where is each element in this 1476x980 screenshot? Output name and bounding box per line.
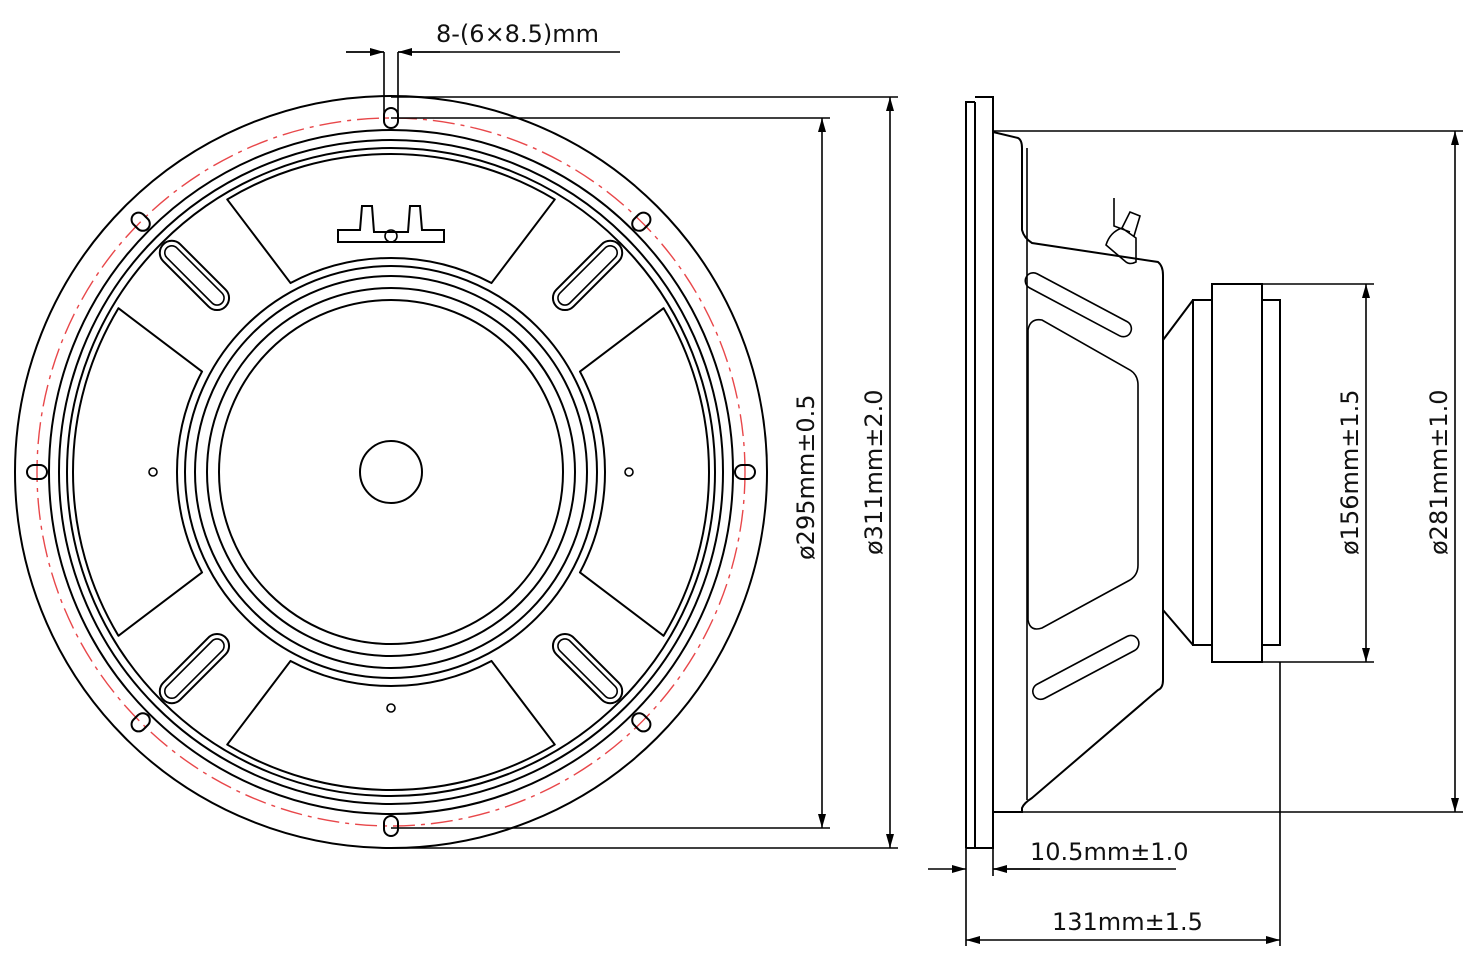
bolt-pitch-circle: [36, 117, 746, 827]
basket-slot-bottom: [1032, 634, 1140, 701]
basket-slot: [158, 632, 231, 705]
cone-ring: [194, 275, 588, 669]
mounting-holes-label: 8-(6×8.5)mm: [436, 20, 599, 48]
mounting-hole: [130, 712, 151, 733]
magnet-diameter-label: ø156mm±1.5: [1336, 389, 1364, 555]
terminal-rivet: [384, 229, 398, 243]
mounting-hole: [631, 712, 652, 733]
flange-thickness-label: 10.5mm±1.0: [1030, 838, 1188, 866]
dust-cap: [359, 440, 423, 504]
frame-ring: [58, 139, 724, 805]
terminal-tab: [1105, 198, 1141, 265]
cone-ring: [184, 265, 598, 679]
basket-slot-inner: [557, 638, 619, 700]
basket-slot-top: [1024, 272, 1133, 338]
top-plate: [1192, 299, 1213, 646]
outer-diameter-label: ø311mm±2.0: [860, 389, 888, 555]
magnet-neck: [1162, 299, 1194, 646]
frame-ring: [48, 129, 734, 815]
terminal-block: [337, 205, 445, 243]
basket-window: [226, 153, 556, 285]
dimension-lines: 8-(6×8.5)mm ø295mm±0.5 ø311mm±2.0 ø156mm…: [346, 20, 1463, 946]
back-plate: [1261, 299, 1281, 646]
mounting-hole: [734, 464, 756, 480]
mount-tab-hole: [386, 703, 396, 713]
frame-ring: [66, 147, 716, 797]
mounting-hole: [26, 464, 48, 480]
flange: [965, 96, 994, 849]
mounting-hole: [130, 211, 151, 232]
basket-window: [226, 659, 556, 791]
bolt-circle-label: ø295mm±0.5: [792, 394, 820, 560]
mounting-hole: [631, 211, 652, 232]
basket-slot: [158, 239, 231, 312]
magnet: [1211, 283, 1263, 663]
basket-frame: [992, 131, 1164, 813]
basket-window: [72, 307, 204, 637]
total-depth-label: 131mm±1.5: [1052, 908, 1203, 936]
basket-window: [578, 307, 710, 637]
front-view: [14, 95, 768, 849]
basket-slot-inner: [163, 638, 225, 700]
cutout-diameter-label: ø281mm±1.0: [1425, 389, 1453, 555]
basket-slot: [551, 632, 624, 705]
basket-window: [1027, 318, 1139, 630]
cone-ring: [206, 287, 576, 657]
side-view: [965, 96, 1281, 849]
outer-rim: [14, 95, 768, 849]
mounting-hole: [383, 815, 399, 837]
basket-slot-inner: [163, 244, 225, 306]
mount-tab-hole: [148, 467, 158, 477]
basket-slot-inner: [557, 244, 619, 306]
mount-tab-hole: [624, 467, 634, 477]
basket-slot: [551, 239, 624, 312]
cone-ring: [218, 299, 564, 645]
